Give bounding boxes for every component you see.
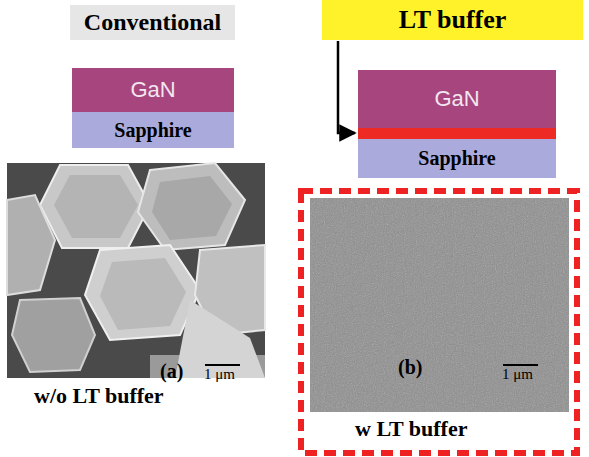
highlight-frame <box>301 191 577 453</box>
header-box: Conventional <box>70 5 235 40</box>
scale-bar <box>503 364 538 366</box>
lt-buffer-layer <box>358 128 556 139</box>
substrate-box: Sapphire <box>358 139 556 178</box>
node-text: GaN <box>434 86 479 112</box>
layer-box: GaN <box>358 70 556 128</box>
leader-arrow <box>338 41 355 133</box>
layer-box: GaN <box>72 68 234 112</box>
node-text: LT buffer <box>399 5 507 35</box>
caption-text: w LT buffer <box>355 416 467 442</box>
node-text: Conventional <box>84 9 221 36</box>
node-text: GaN <box>130 77 175 103</box>
sem-image-smooth <box>310 198 569 412</box>
scale-label: 1 μm <box>204 366 235 383</box>
header-box: LT buffer <box>322 0 583 40</box>
node-text: Sapphire <box>114 119 191 142</box>
scale-label: 1 μm <box>502 366 533 383</box>
node-text: Sapphire <box>418 147 495 170</box>
scale-bar <box>205 364 240 366</box>
panel-letter: (a) <box>160 360 183 383</box>
caption-text: w/o LT buffer <box>34 383 164 409</box>
sem-image-rough <box>7 163 265 378</box>
panel-letter: (b) <box>398 356 422 379</box>
substrate-box: Sapphire <box>72 112 234 148</box>
